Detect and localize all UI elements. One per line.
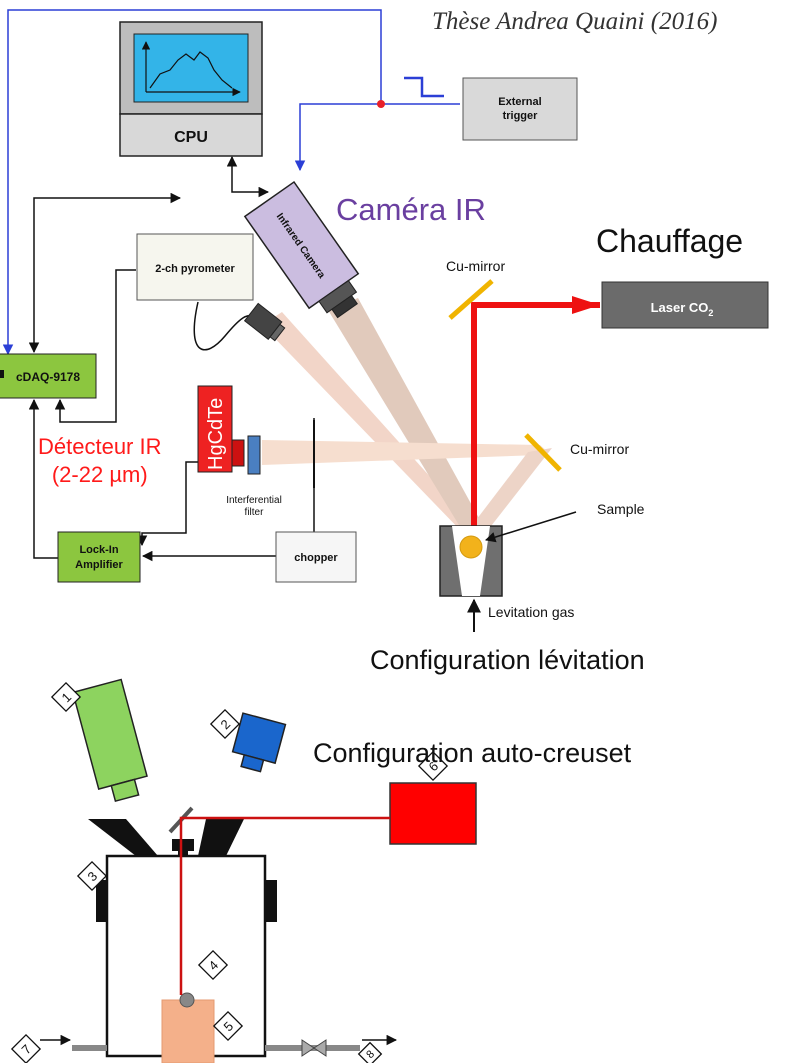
interferential-label-1: Interferential: [226, 495, 282, 506]
camera-2-blue: [231, 712, 287, 773]
lockin-box: Lock-In Amplifier: [57, 531, 141, 583]
top-window-base: [178, 851, 188, 856]
camera-1-green: [71, 678, 148, 803]
laser-6-box: [389, 782, 477, 845]
marker-8: 8: [357, 1041, 383, 1063]
cpu-monitor: CPU: [119, 21, 263, 157]
cpu-screen: [133, 33, 249, 103]
chopper-label: chopper: [294, 552, 338, 564]
pyrometer-label: 2-ch pyrometer: [155, 263, 235, 275]
pyrometer-box: 2-ch pyrometer: [136, 233, 254, 301]
lockin-label-2: Amplifier: [75, 559, 123, 571]
laser-beam: [471, 302, 600, 530]
marker-5: 5: [212, 1010, 244, 1042]
sample-label: Sample: [597, 501, 645, 517]
config-auto-creuset-label: Configuration auto-creuset: [313, 738, 632, 768]
trigger-pulse-symbol: [404, 76, 444, 98]
laser-co2-box: Laser CO2: [601, 281, 769, 329]
external-trigger-line2: trigger: [503, 110, 539, 122]
laser-beam-arrow: [572, 296, 600, 314]
cpu-label: CPU: [174, 129, 208, 146]
outlet-valve: [301, 1039, 327, 1057]
lockin-label-1: Lock-In: [79, 544, 118, 556]
mirror-to-sample-beam: [470, 448, 552, 530]
side-port-left: [96, 880, 108, 922]
infrared-camera: Infrared Camera: [243, 180, 360, 319]
cu-mirror-right: [524, 433, 562, 472]
marker-7: 7: [10, 1033, 42, 1063]
trigger-wiring: [2, 9, 460, 356]
interferential-filter: [247, 435, 261, 475]
config-levitation-label: Configuration lévitation: [370, 645, 645, 675]
marker-1: 1: [50, 681, 82, 713]
viewport-right: [198, 819, 244, 856]
side-port-right: [265, 880, 277, 922]
hgcdte-detector: HgCdTe: [197, 385, 245, 473]
cu-mirror-top: [448, 279, 494, 320]
laser-label: Laser CO2: [651, 300, 714, 318]
chauffage-label: Chauffage: [596, 223, 744, 259]
levitation-gas-label: Levitation gas: [488, 604, 574, 620]
external-trigger-box: External trigger: [462, 77, 578, 141]
cdaq-box: cDAQ-9178: [0, 353, 97, 399]
chopper-box: chopper: [275, 531, 357, 583]
laser-label-sub: 2: [708, 308, 713, 318]
detecteur-ir-label: Détecteur IR (2-22 µm): [38, 433, 162, 489]
viewport-left: [88, 819, 158, 856]
sample-ball: [459, 535, 483, 559]
cpu-box: [119, 113, 263, 157]
trigger-junction: [377, 100, 385, 108]
camera-ir-label: Caméra IR: [336, 192, 486, 227]
screen-plot-curve: [149, 51, 233, 89]
cu-mirror-top-label: Cu-mirror: [446, 258, 505, 274]
sample-pointer: [484, 511, 577, 543]
auto-laser-beam: [179, 816, 390, 995]
credit-label: Thèse Andrea Quaini (2016): [432, 8, 718, 35]
levitation-nozzle: [439, 525, 503, 597]
top-window: [172, 839, 194, 851]
detecteur-ir-range: (2-22 µm): [51, 462, 148, 487]
camera-beam: [328, 298, 480, 530]
marker-3: 3: [76, 860, 108, 892]
cu-mirror-right-label: Cu-mirror: [570, 441, 629, 457]
crucible: [161, 999, 215, 1063]
interferential-label-2: filter: [245, 507, 265, 518]
marker-4: 4: [197, 949, 229, 981]
marker-2: 2: [209, 708, 241, 740]
marker-6: 6: [417, 750, 449, 782]
crucible-melt: [179, 992, 195, 1008]
laser-label-main: Laser CO: [651, 300, 709, 315]
ir-beams: [262, 298, 552, 532]
pyrometer-beam: [262, 312, 478, 532]
external-trigger-line1: External: [498, 96, 541, 108]
cdaq-label: cDAQ-9178: [16, 370, 80, 384]
pyrometer-head: [243, 302, 286, 342]
hgcdte-label: HgCdTe: [205, 398, 227, 470]
detecteur-ir-title: Détecteur IR: [38, 434, 162, 459]
